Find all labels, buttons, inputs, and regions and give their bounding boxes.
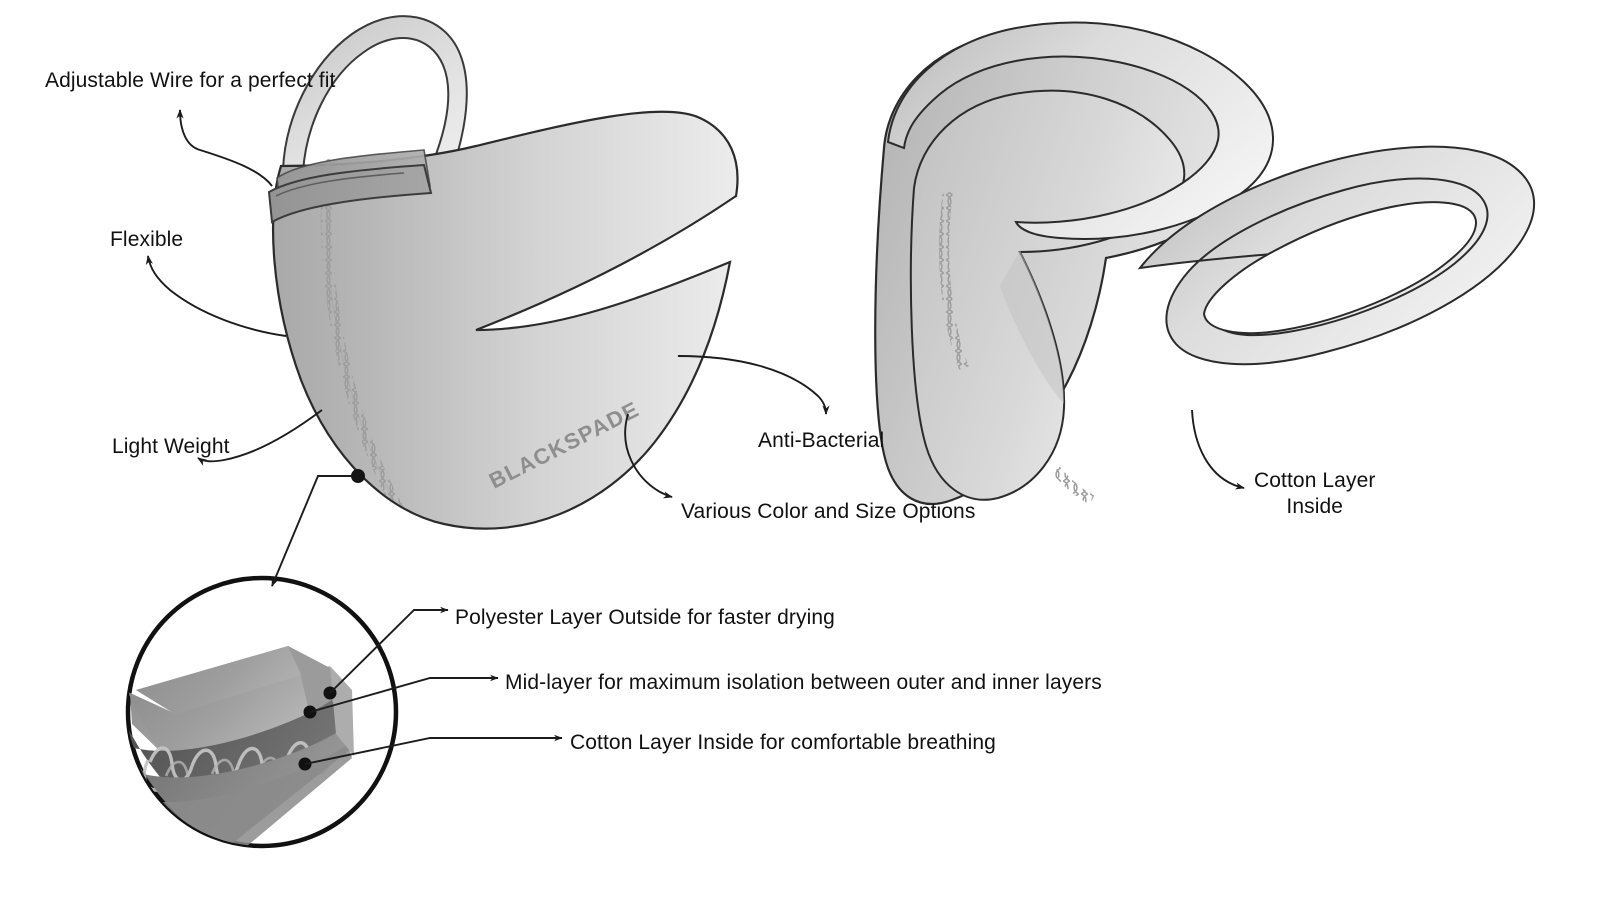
callout-various-color-size: Various Color and Size Options [681,500,976,523]
leader-mid-layer [309,674,499,713]
callout-adjustable-wire: Adjustable Wire for a perfect fit [45,69,336,92]
leader-adjustable-wire [176,109,273,187]
cut-end-block [330,666,354,756]
magnifier-detail [125,575,399,849]
callout-light-weight: Light Weight [112,435,230,458]
nose-wire-highlight [275,172,405,197]
rear-seam-stitch [939,191,969,370]
front-view-mask: BLACKSPADE [267,15,739,530]
leader-light-weight [197,409,323,466]
callout-cotton-layer-breathing: Cotton Layer Inside for comfortable brea… [570,731,996,754]
rear-inner-shadow [1000,250,1064,404]
rear-seam-stitch-bottom [1052,466,1095,505]
leader-detail-zoom [271,475,352,587]
callout-flexible: Flexible [110,228,184,251]
leader-polyester-layer [329,606,449,694]
leader-lines [145,109,1245,765]
callout-polyester-layer: Polyester Layer Outside for faster dryin… [455,606,835,629]
callout-mid-layer: Mid-layer for maximum isolation between … [505,671,1102,694]
callout-anti-bacterial: Anti-Bacterial [758,429,885,452]
leader-cotton-layer [304,734,563,765]
adjustable-wire-strip [267,163,433,224]
rear-ear-loop-1 [886,21,1274,241]
rear-view-mask [874,21,1536,506]
leader-cotton-inside [1191,409,1245,490]
leader-anti-bacterial [677,355,830,415]
front-mask-body [271,110,739,530]
callout-cotton-layer-inside: Cotton Layer Inside [1254,469,1376,518]
front-seam-stitch [320,151,409,521]
leader-flexible [145,255,287,337]
leader-color-size [624,413,673,499]
rear-ear-loop-2-opening [1202,201,1477,335]
detail-origin-dot [351,469,365,483]
